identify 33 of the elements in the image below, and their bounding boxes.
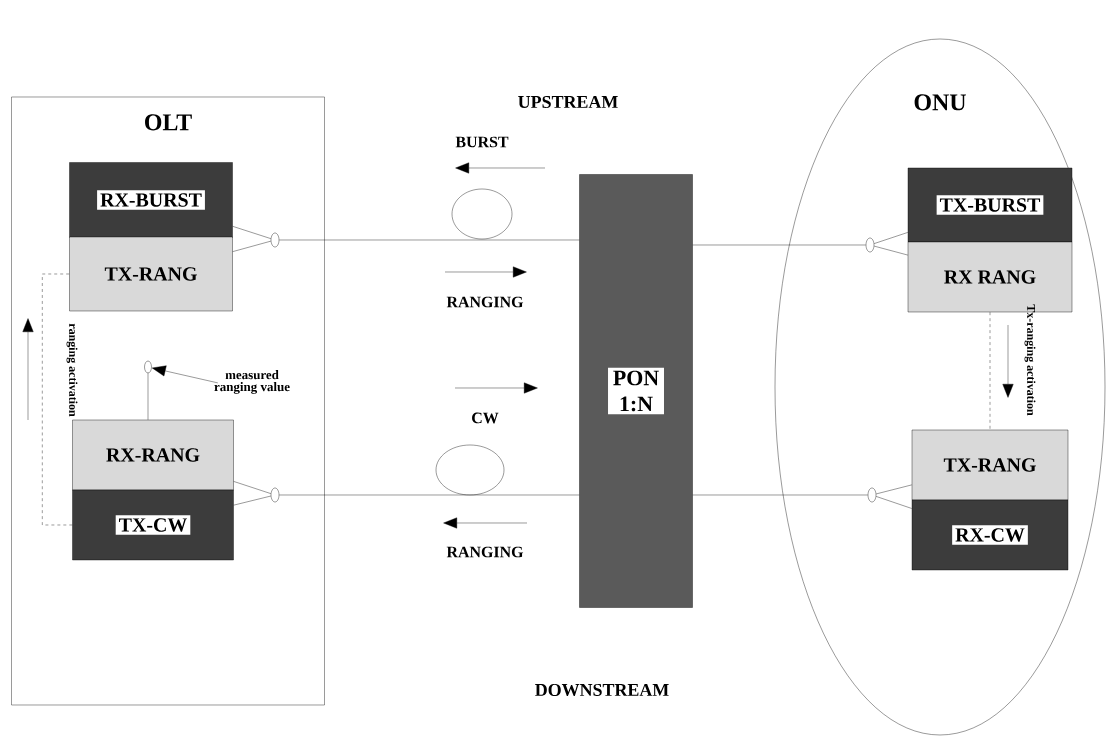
connector-line [232, 240, 272, 252]
connector-line [279, 494, 580, 496]
connector-line [692, 494, 868, 496]
transceiver-box: TX-RANG [911, 429, 1069, 501]
connector-line [42, 273, 73, 526]
rotated-label: Tx-ranging activation [1024, 304, 1036, 416]
flow-label: DOWNSTREAM [535, 683, 669, 697]
rotated-label: ranging activation [66, 323, 78, 417]
flow-label: BURST [455, 136, 509, 148]
transceiver-box: RX-RANG [72, 419, 234, 491]
connector-line [233, 495, 272, 506]
connector-line [875, 496, 912, 509]
connector-line [873, 245, 908, 256]
transceiver-box: TX-CW [72, 489, 234, 561]
connector-line [989, 312, 991, 430]
transceiver-box: RX-BURST [69, 162, 233, 238]
flow-label: RANGING [446, 546, 524, 558]
flow-label: UPSTREAM [518, 95, 618, 108]
connector-line [692, 244, 866, 246]
transceiver-box: TX-RANG [69, 236, 233, 312]
connector-line [873, 232, 908, 244]
flow-label: CW [472, 412, 499, 424]
transceiver-box: RX-CW [911, 499, 1069, 571]
splitter-box: PON 1:N [579, 174, 693, 608]
connector-line [232, 226, 272, 239]
connector-line [147, 373, 149, 420]
connector-line [233, 481, 272, 494]
connector-line [875, 484, 912, 495]
connector-line [279, 239, 580, 241]
transceiver-box: TX-BURST [907, 167, 1073, 243]
flow-label: RANGING [446, 296, 524, 308]
note-text: measured ranging value [214, 370, 290, 394]
connector-line [152, 365, 167, 377]
